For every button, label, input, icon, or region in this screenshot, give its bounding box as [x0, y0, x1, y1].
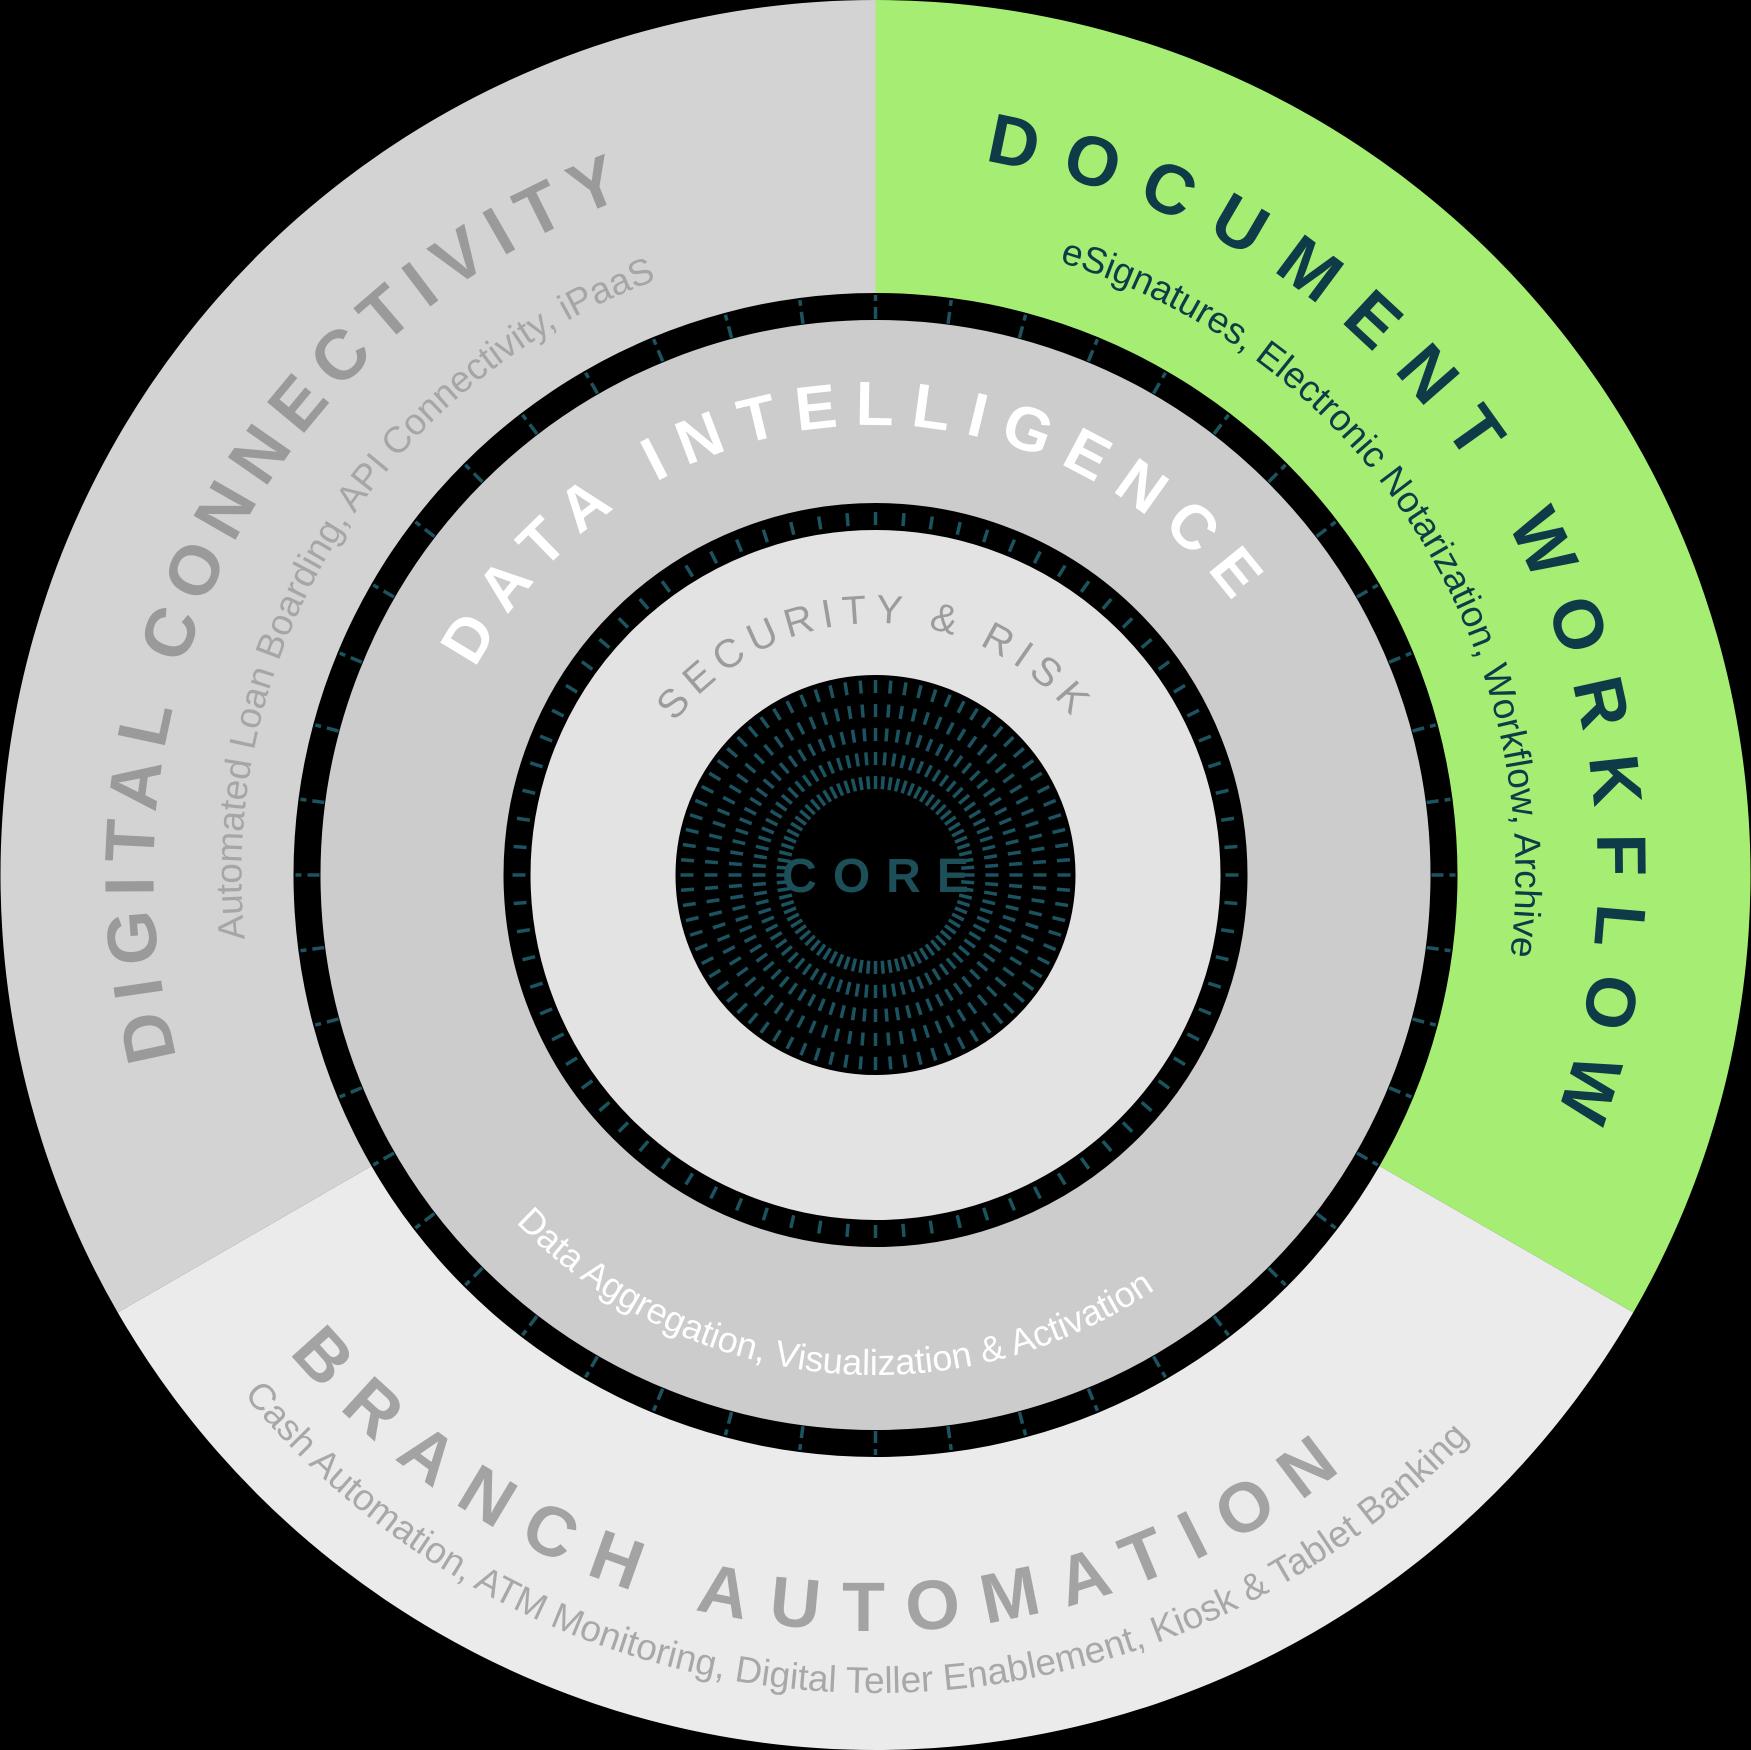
tick-line	[1412, 1017, 1437, 1027]
tick-line	[1356, 583, 1379, 599]
tick-line	[1086, 338, 1100, 362]
tick-line	[583, 1355, 600, 1379]
tick-line	[464, 463, 484, 484]
tick-line	[651, 1388, 665, 1412]
tick-line	[583, 371, 600, 395]
tick-line	[946, 1426, 953, 1451]
tick-line	[314, 723, 339, 733]
core-label: CORE	[782, 850, 985, 903]
tick-line	[1267, 463, 1287, 484]
tick-line	[651, 338, 665, 362]
tick-line	[314, 1017, 339, 1027]
tick-line	[414, 520, 436, 538]
segment-document-workflow[interactable]	[875, 0, 1751, 1313]
segment-digital-connectivity[interactable]	[0, 0, 876, 1313]
tick-line	[338, 1086, 363, 1099]
tick-line	[1426, 797, 1451, 805]
tick-line	[1212, 1315, 1230, 1337]
segment-branch-automation[interactable]	[117, 1166, 1634, 1750]
tick-line	[798, 1426, 805, 1451]
tick-line	[300, 797, 325, 805]
tick-line	[1017, 314, 1028, 339]
tick-line	[1212, 413, 1230, 435]
tick-line	[414, 1212, 436, 1230]
tick-line	[723, 1411, 734, 1436]
tick-line	[464, 1266, 484, 1287]
tick-line	[1315, 520, 1337, 538]
tick-line	[798, 299, 805, 324]
tick-line	[1086, 1388, 1100, 1412]
tick-line	[1388, 651, 1413, 664]
tick-line	[1412, 723, 1437, 733]
tick-line	[1017, 1411, 1028, 1436]
tick-line	[1315, 1212, 1337, 1230]
data-intelligence-ring	[320, 320, 1431, 1430]
tick-line	[946, 299, 953, 324]
tick-line	[1356, 1151, 1379, 1167]
tick-line	[1388, 1086, 1413, 1099]
radial-ticks-outer	[295, 295, 1456, 1455]
tick-line	[338, 651, 363, 664]
security-risk-ring	[530, 530, 1221, 1220]
tick-line	[300, 945, 325, 953]
tick-line	[1151, 371, 1168, 395]
tick-line	[1151, 1355, 1168, 1379]
tick-line	[521, 413, 539, 435]
tick-line	[723, 314, 734, 339]
tick-line	[372, 1151, 395, 1167]
tick-line	[521, 1315, 539, 1337]
tick-line	[372, 583, 395, 599]
tick-line	[1426, 945, 1451, 953]
tick-line	[1267, 1266, 1287, 1287]
